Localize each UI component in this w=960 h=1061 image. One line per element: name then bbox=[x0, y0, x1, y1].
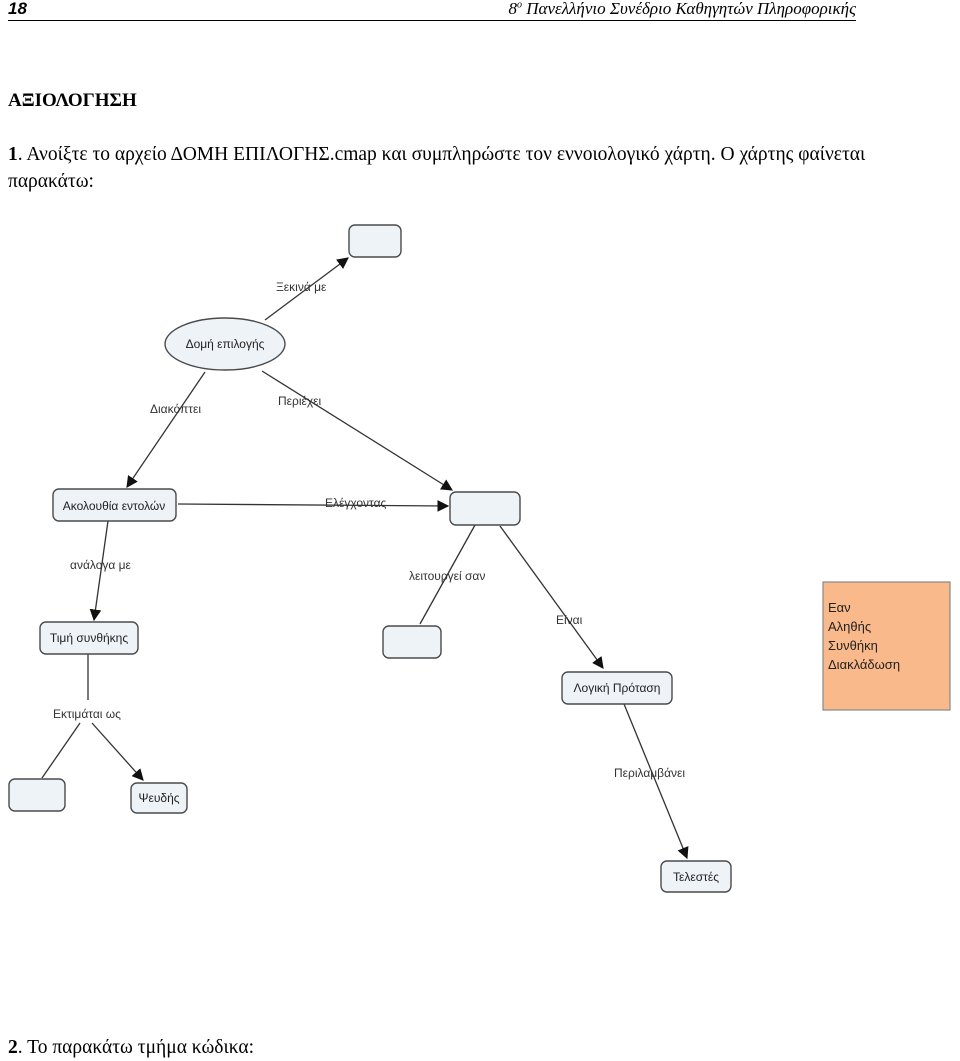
link-line-analoga bbox=[89, 520, 109, 622]
concept-node-domi-epilogis[interactable] bbox=[164, 317, 286, 371]
word-bank-box bbox=[822, 581, 951, 711]
concept-node-psevdis[interactable] bbox=[130, 782, 188, 814]
concept-node-timi-synthikis-label: Τιμή συνθήκης bbox=[50, 631, 128, 645]
link-labels: Ξεκινά με Διακόπτει Περιέχει Ελέγχοντας … bbox=[53, 280, 685, 780]
link-line-domi-periexei bbox=[261, 370, 453, 491]
link-line-perilamvanei bbox=[623, 703, 689, 860]
link-line-elegxontas bbox=[177, 500, 450, 512]
ordinal-superscript: ο bbox=[517, 0, 522, 11]
concept-node-akolouthia-label: Ακολουθία εντολών bbox=[63, 499, 166, 513]
concept-node-logiki-protasi-label: Λογική Πρόταση bbox=[574, 681, 661, 695]
word-bank-item[interactable]: Συνθήκη bbox=[828, 638, 878, 653]
link-label-leitourgei-san: λειτουργεί σαν bbox=[409, 569, 485, 583]
conference-title: Πανελλήνιο Συνέδριο Καθηγητών Πληροφορικ… bbox=[526, 0, 856, 18]
concept-node-telestes[interactable] bbox=[660, 860, 732, 893]
question-1-text: . Ανοίξτε το αρχείο ΔΟΜΗ ΕΠΙΛΟΓΗΣ.cmap κ… bbox=[8, 144, 866, 192]
question-1-number: 1 bbox=[8, 144, 18, 165]
concept-node-empty-mid[interactable] bbox=[382, 625, 442, 659]
word-bank-item[interactable]: Εαν bbox=[828, 600, 851, 615]
link-label-ksekina-me: Ξεκινά με bbox=[276, 280, 327, 294]
concept-node-timi-synthikis[interactable] bbox=[39, 621, 139, 655]
concept-node-akolouthia[interactable] bbox=[52, 488, 177, 522]
conference-ordinal: 8 bbox=[508, 0, 518, 18]
concept-node-psevdis-label: Ψευδής bbox=[138, 791, 179, 805]
link-label-ektimatai-os: Εκτιμάται ως bbox=[53, 707, 121, 721]
word-bank-item[interactable]: Διακλάδωση bbox=[828, 657, 900, 672]
question-2-text: . Το παρακάτω τμήμα κώδικα: bbox=[17, 1037, 255, 1058]
page-number: 18 bbox=[8, 0, 27, 18]
link-label-einai: Είναι bbox=[556, 613, 583, 627]
concept-node-domi-epilogis-label: Δομή επιλογής bbox=[186, 337, 265, 351]
concept-node-telestes-label: Τελεστές bbox=[673, 870, 719, 884]
link-label-elegxontas: Ελέγχοντας bbox=[325, 496, 387, 510]
concept-node-empty-top[interactable] bbox=[348, 224, 402, 258]
link-line-ektimatai-right bbox=[91, 722, 144, 781]
link-label-analoga-me: ανάλογα με bbox=[70, 558, 132, 572]
question-2: 2. Το παρακάτω τμήμα κώδικα: bbox=[8, 1037, 254, 1059]
link-label-periexei: Περιέχει bbox=[278, 394, 322, 408]
section-title: ΑΞΙΟΛΟΓΗΣΗ bbox=[8, 90, 137, 111]
concept-nodes: Δομή επιλογής Ακολουθία εντολών Τιμή συν… bbox=[8, 224, 732, 893]
question-2-number: 2 bbox=[8, 1037, 18, 1058]
link-line-einai bbox=[499, 525, 604, 669]
link-line-leitourgei bbox=[419, 524, 476, 625]
question-1: 1. Ανοίξτε το αρχείο ΔΟΜΗ ΕΠΙΛΟΓΗΣ.cmap … bbox=[8, 141, 888, 195]
page-header: 18 8ο Πανελλήνιο Συνέδριο Καθηγητών Πληρ… bbox=[8, 0, 856, 21]
concept-node-empty-bottom-left[interactable] bbox=[8, 778, 66, 812]
link-label-perilamvanei: Περιλαμβάνει bbox=[614, 766, 685, 780]
link-line-ektimatai-left bbox=[41, 722, 81, 779]
link-label-diakoptei: Διακόπτει bbox=[150, 402, 201, 416]
concept-links bbox=[41, 257, 689, 860]
link-line-domi-diakoptei bbox=[126, 371, 206, 488]
concept-node-logiki-protasi[interactable] bbox=[561, 671, 673, 705]
word-bank-item[interactable]: Αληθής bbox=[828, 619, 871, 634]
link-line-ksekina-top bbox=[264, 257, 349, 321]
word-bank: Εαν Αληθής Συνθήκη Διακλάδωση bbox=[822, 581, 951, 711]
concept-node-empty-center[interactable] bbox=[449, 491, 521, 526]
running-title: 8ο Πανελλήνιο Συνέδριο Καθηγητών Πληροφο… bbox=[509, 0, 857, 19]
